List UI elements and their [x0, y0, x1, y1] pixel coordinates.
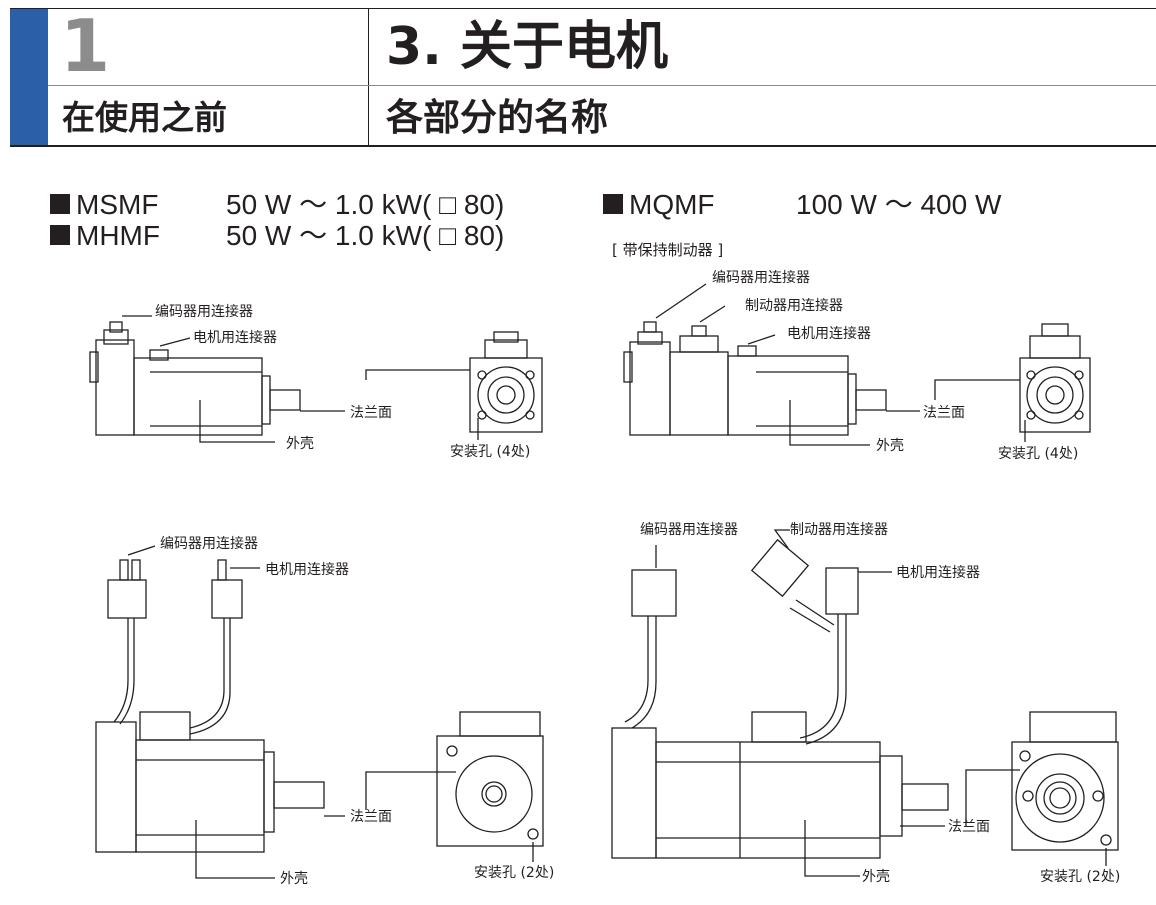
bullet-square-icon	[603, 194, 623, 214]
label-housing: 外壳	[280, 871, 308, 887]
section-title: 3. 关于电机	[386, 17, 669, 77]
label-housing: 外壳	[862, 869, 890, 885]
header-bottom-rule	[10, 145, 1156, 147]
label-flange: 法兰面	[948, 819, 990, 835]
label-encoder-connector: 编码器用连接器	[160, 536, 258, 552]
model-name: MSMF	[76, 189, 159, 220]
label-flange: 法兰面	[350, 405, 392, 421]
motor-front-view-small	[365, 331, 543, 440]
label-motor-connector: 电机用连接器	[787, 326, 871, 342]
label-housing: 外壳	[286, 436, 314, 452]
header-top-rule	[10, 8, 1156, 9]
label-motor-connector: 电机用连接器	[265, 562, 349, 578]
chapter-accent-bar	[10, 9, 48, 145]
header-middle-rule	[48, 85, 1156, 86]
label-motor-connector: 电机用连接器	[896, 565, 980, 581]
label-flange: 法兰面	[350, 809, 392, 825]
label-housing: 外壳	[876, 438, 904, 454]
brake-note: [ 带保持制动器 ]	[612, 241, 724, 259]
model-name: MQMF	[629, 189, 715, 220]
model-row-mhmf: MHMF	[50, 220, 160, 252]
section-subtitle: 各部分的名称	[386, 96, 608, 139]
label-mount-holes: 安装孔 (2处)	[474, 865, 555, 881]
label-mount-holes: 安装孔 (2处)	[1040, 869, 1121, 885]
label-flange: 法兰面	[923, 405, 965, 421]
motor-front-view-large-brake	[965, 711, 1119, 866]
motor-side-view-brake	[623, 283, 920, 446]
label-mount-holes: 安装孔 (4处)	[450, 444, 531, 460]
model-range: 50 W ～ 1.0 kW( □ 80)	[226, 189, 505, 220]
bullet-square-icon	[50, 225, 70, 245]
model-range: 50 W ～ 1.0 kW( □ 80)	[226, 220, 505, 251]
motor-front-view-large	[365, 711, 544, 862]
model-name: MHMF	[76, 220, 160, 251]
motor-side-view-large-brake	[611, 529, 949, 877]
header-divider	[368, 9, 369, 145]
motor-side-view-small	[89, 315, 345, 443]
label-encoder-connector: 编码器用连接器	[712, 270, 810, 286]
label-brake-connector: 制动器用连接器	[745, 298, 843, 314]
label-mount-holes: 安装孔 (4处)	[998, 446, 1079, 462]
model-range: 100 W ～ 400 W	[796, 189, 1002, 220]
motor-front-view-brake	[934, 323, 1091, 442]
label-brake-connector: 制动器用连接器	[790, 522, 888, 538]
motor-side-view-large	[95, 545, 345, 879]
label-motor-connector: 电机用连接器	[193, 330, 277, 346]
bullet-square-icon	[50, 194, 70, 214]
chapter-number: 1	[60, 4, 111, 88]
label-encoder-connector: 编码器用连接器	[155, 304, 253, 320]
model-row-mqmf: MQMF	[603, 189, 715, 221]
chapter-title: 在使用之前	[62, 98, 227, 137]
label-encoder-connector: 编码器用连接器	[640, 522, 738, 538]
model-row-msmf: MSMF	[50, 189, 158, 221]
